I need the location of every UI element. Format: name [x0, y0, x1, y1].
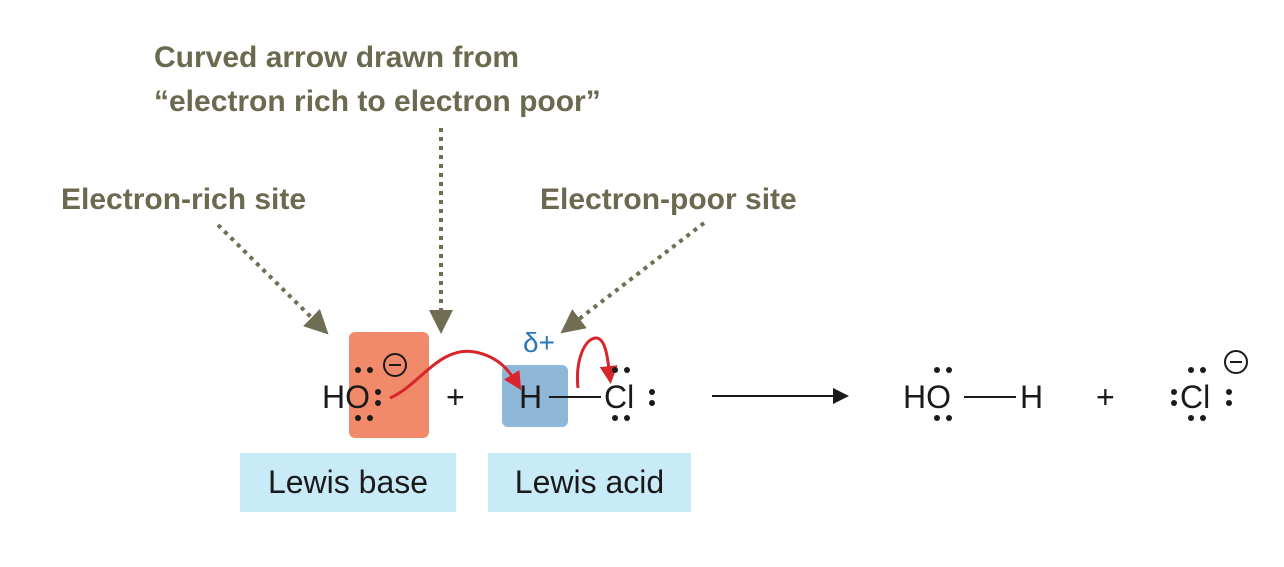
- chlorine-lone-pairs: [612, 367, 655, 421]
- electron-poor-pointer-arrow: [560, 221, 706, 334]
- reactant-plus-sign: +: [446, 379, 465, 415]
- lewis-base-label: Lewis base: [240, 453, 456, 512]
- water-oxygen-lone-pairs: [934, 367, 952, 421]
- hydrogen-atom: H: [519, 379, 543, 415]
- hydroxide-negative-charge: [383, 353, 407, 377]
- hydroxide-formula: HO: [322, 379, 370, 415]
- electron-poor-callout: Electron-poor site: [540, 183, 797, 216]
- curved-arrow-bond-to-cl: [575, 336, 618, 389]
- electron-rich-callout: Electron-rich site: [61, 183, 307, 216]
- electron-rich-highlight: [349, 332, 429, 438]
- chloride-ion: Cl: [1180, 379, 1211, 415]
- lewis-acid-label: Lewis acid: [488, 453, 691, 512]
- partial-positive-charge: δ+: [523, 327, 555, 358]
- curved-arrow-callout-line1: Curved arrow drawn from: [154, 41, 520, 74]
- chloride-negative-charge: [1224, 350, 1248, 374]
- product-plus-sign: +: [1096, 379, 1115, 415]
- water-oxygen-formula: HO: [903, 379, 951, 415]
- hydroxide-lone-pairs: [355, 367, 381, 421]
- electron-rich-pointer-arrow: [216, 223, 329, 335]
- curved-arrow-callout-line2: “electron rich to electron poor”: [154, 85, 601, 118]
- chloride-lone-pairs: [1171, 367, 1232, 421]
- curved-arrow-oh-to-h: [389, 349, 522, 400]
- chlorine-atom: Cl: [604, 379, 635, 415]
- water-hydrogen-atom: H: [1020, 379, 1044, 415]
